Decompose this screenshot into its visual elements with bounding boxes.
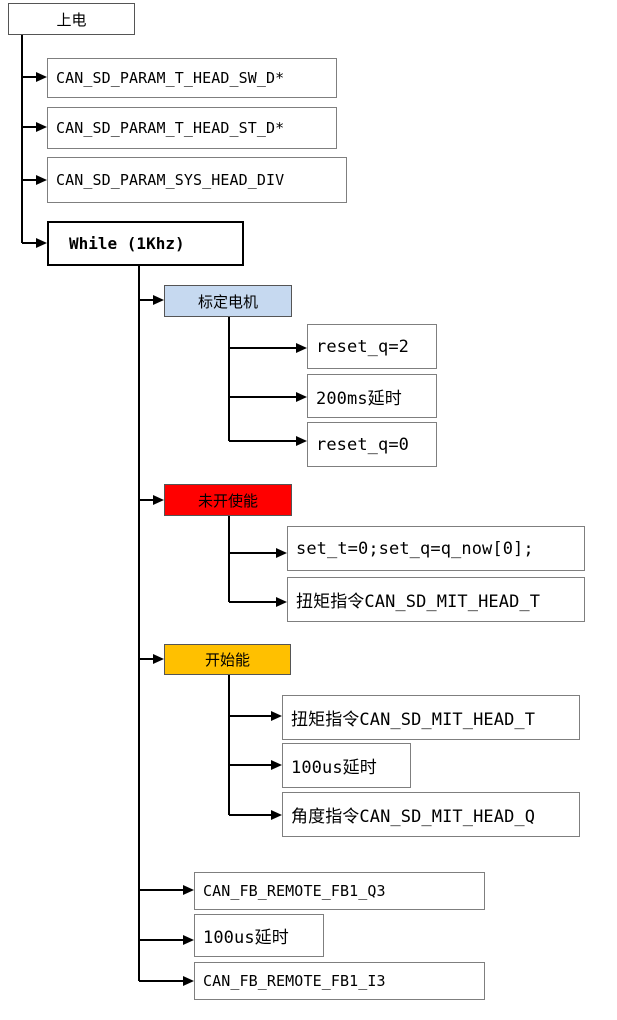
step-label: 扭矩指令CAN_SD_MIT_HEAD_T	[296, 592, 541, 612]
arrowhead-icon	[153, 295, 164, 305]
step-label: CAN_FB_REMOTE_FB1_Q3	[203, 882, 386, 900]
arrowhead-icon	[296, 436, 307, 446]
step-label: set_t=0;set_q=q_now[0];	[296, 538, 534, 559]
enable-step: 扭矩指令CAN_SD_MIT_HEAD_T	[282, 695, 580, 740]
tail-step: CAN_FB_REMOTE_FB1_I3	[194, 962, 485, 1000]
init-step-label: CAN_SD_PARAM_T_HEAD_SW_D*	[56, 69, 285, 87]
arrowhead-icon	[36, 122, 47, 132]
arrowhead-icon	[276, 597, 287, 607]
init-step-label: CAN_SD_PARAM_T_HEAD_ST_D*	[56, 119, 285, 137]
arrowhead-icon	[36, 238, 47, 248]
arrowhead-icon	[183, 885, 194, 895]
section-title: 开始能	[204, 651, 250, 669]
section-title: 标定电机	[197, 292, 258, 311]
step-label: 100us延时	[291, 758, 377, 778]
calibrate-step: reset_q=2	[307, 324, 437, 369]
calibrate-step: reset_q=0	[307, 422, 437, 467]
arrowhead-icon	[36, 72, 47, 82]
disabled-step: set_t=0;set_q=q_now[0];	[287, 526, 585, 571]
init-step-sw: CAN_SD_PARAM_T_HEAD_SW_D*	[47, 58, 337, 98]
init-step-div: CAN_SD_PARAM_SYS_HEAD_DIV	[47, 157, 347, 203]
enable-step: 角度指令CAN_SD_MIT_HEAD_Q	[282, 792, 580, 837]
enable-step: 100us延时	[282, 743, 411, 788]
disabled-step: 扭矩指令CAN_SD_MIT_HEAD_T	[287, 577, 585, 622]
arrowhead-icon	[271, 760, 282, 770]
arrowhead-icon	[271, 711, 282, 721]
while-loop-node: While (1Khz)	[47, 221, 244, 266]
step-label: reset_q=2	[316, 336, 410, 357]
arrowhead-icon	[271, 810, 282, 820]
step-label: 扭矩指令CAN_SD_MIT_HEAD_T	[291, 710, 536, 730]
while-loop-label: While (1Khz)	[69, 234, 185, 253]
step-label: 200ms延时	[316, 388, 402, 409]
arrowhead-icon	[36, 175, 47, 185]
tail-step: 100us延时	[194, 914, 324, 957]
section-header-enable: 开始能	[164, 644, 291, 675]
arrowhead-icon	[153, 495, 164, 505]
power-on-node: 上电	[8, 3, 135, 35]
arrowhead-icon	[296, 392, 307, 402]
tail-step: CAN_FB_REMOTE_FB1_Q3	[194, 872, 485, 910]
init-step-st: CAN_SD_PARAM_T_HEAD_ST_D*	[47, 107, 337, 149]
arrowhead-icon	[276, 548, 287, 558]
power-on-label: 上电	[56, 10, 87, 29]
arrowhead-icon	[296, 343, 307, 353]
init-step-label: CAN_SD_PARAM_SYS_HEAD_DIV	[56, 171, 285, 189]
step-label: 角度指令CAN_SD_MIT_HEAD_Q	[291, 807, 536, 827]
step-label: reset_q=0	[316, 434, 410, 455]
section-header-disabled: 未开使能	[164, 484, 292, 516]
step-label: CAN_FB_REMOTE_FB1_I3	[203, 972, 386, 990]
arrowhead-icon	[183, 935, 194, 945]
calibrate-step: 200ms延时	[307, 374, 437, 418]
arrowhead-icon	[153, 654, 164, 664]
section-title: 未开使能	[197, 491, 258, 510]
step-label: 100us延时	[203, 928, 289, 948]
arrowhead-icon	[183, 976, 194, 986]
section-header-calibrate: 标定电机	[164, 285, 292, 317]
